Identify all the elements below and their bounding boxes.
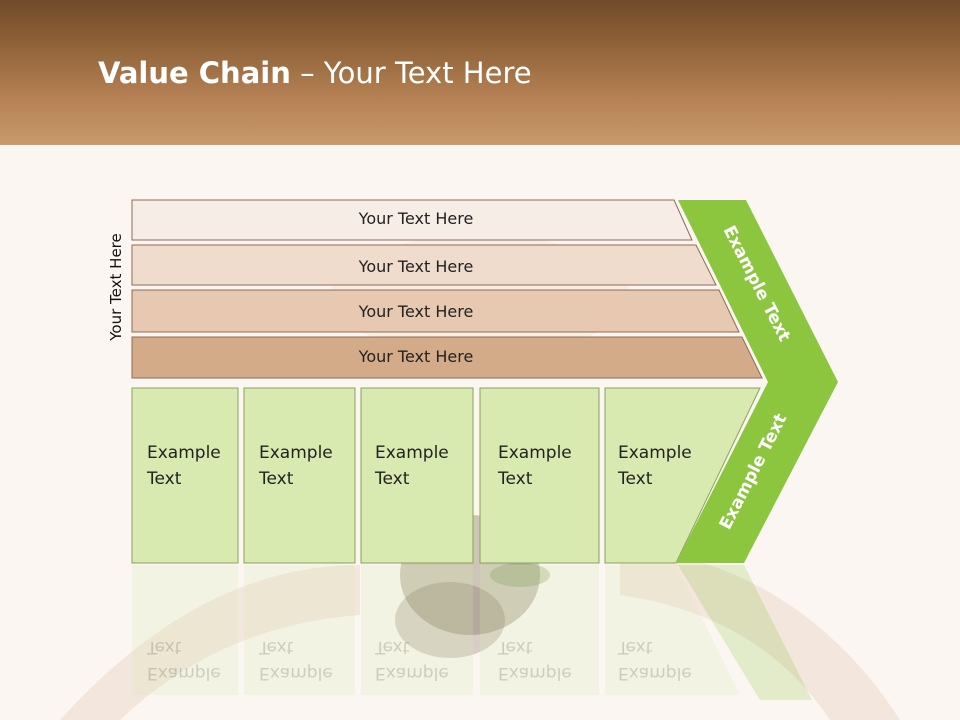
primary-cell-3[interactable]	[360, 387, 474, 564]
primary-cell-2-line2: Text	[259, 469, 294, 489]
primary-cell-5-line1: Example	[618, 443, 692, 463]
primary-cell-4[interactable]	[479, 387, 600, 564]
primary-cell-3-line1: Example	[375, 443, 449, 463]
primary-cell-5-line2: Text	[618, 469, 653, 489]
primary-cell-3-line2: Text	[375, 469, 410, 489]
support-bar-1-label: Your Text Here	[358, 209, 474, 228]
primary-cell-4-line1: Example	[498, 443, 572, 463]
title-rest: – Your Text Here	[290, 56, 532, 90]
support-bar-2[interactable]	[131, 244, 717, 286]
primary-cell-4-reflection: Example Text	[498, 634, 598, 686]
margin-chevron[interactable]	[676, 200, 838, 563]
support-bar-3-label: Your Text Here	[358, 302, 474, 321]
primary-cell-5-reflection-line2: Text	[618, 637, 653, 657]
primary-cell-2-reflection-line1: Example	[259, 663, 333, 683]
primary-cell-3-reflection-line1: Example	[375, 663, 449, 683]
primary-cell-1-reflection-line1: Example	[147, 663, 221, 683]
primary-cell-1-reflection: Example Text	[147, 634, 247, 686]
primary-cell-5-reflection: Example Text	[618, 634, 718, 686]
support-bar-4[interactable]	[131, 336, 763, 379]
support-bar-4-label: Your Text Here	[358, 347, 474, 366]
primary-cell-1-line2: Text	[147, 469, 182, 489]
support-bar-1[interactable]	[131, 199, 693, 241]
primary-cell-2-line1: Example	[259, 443, 333, 463]
primary-cell-4-reflection-line1: Example	[498, 663, 572, 683]
primary-cell-1-line1: Example	[147, 443, 221, 463]
primary-cell-5-reflection-line1: Example	[618, 663, 692, 683]
primary-cell-1[interactable]	[131, 387, 239, 564]
primary-cell-4-line2: Text	[498, 469, 533, 489]
primary-cell-4-reflection-line2: Text	[498, 637, 533, 657]
support-bar-3[interactable]	[131, 289, 740, 333]
primary-cell-1-reflection-line2: Text	[147, 637, 182, 657]
primary-cell-2[interactable]	[243, 387, 356, 564]
primary-cell-2-reflection: Example Text	[259, 634, 359, 686]
title-bold: Value Chain	[98, 56, 291, 90]
primary-cell-3-reflection-line2: Text	[375, 637, 410, 657]
primary-cell-3-reflection: Example Text	[375, 634, 475, 686]
support-bar-2-label: Your Text Here	[358, 257, 474, 276]
slide-title: Value Chain – Your Text Here	[98, 56, 532, 90]
header-band	[0, 0, 960, 145]
primary-cell-2-reflection-line2: Text	[259, 637, 294, 657]
